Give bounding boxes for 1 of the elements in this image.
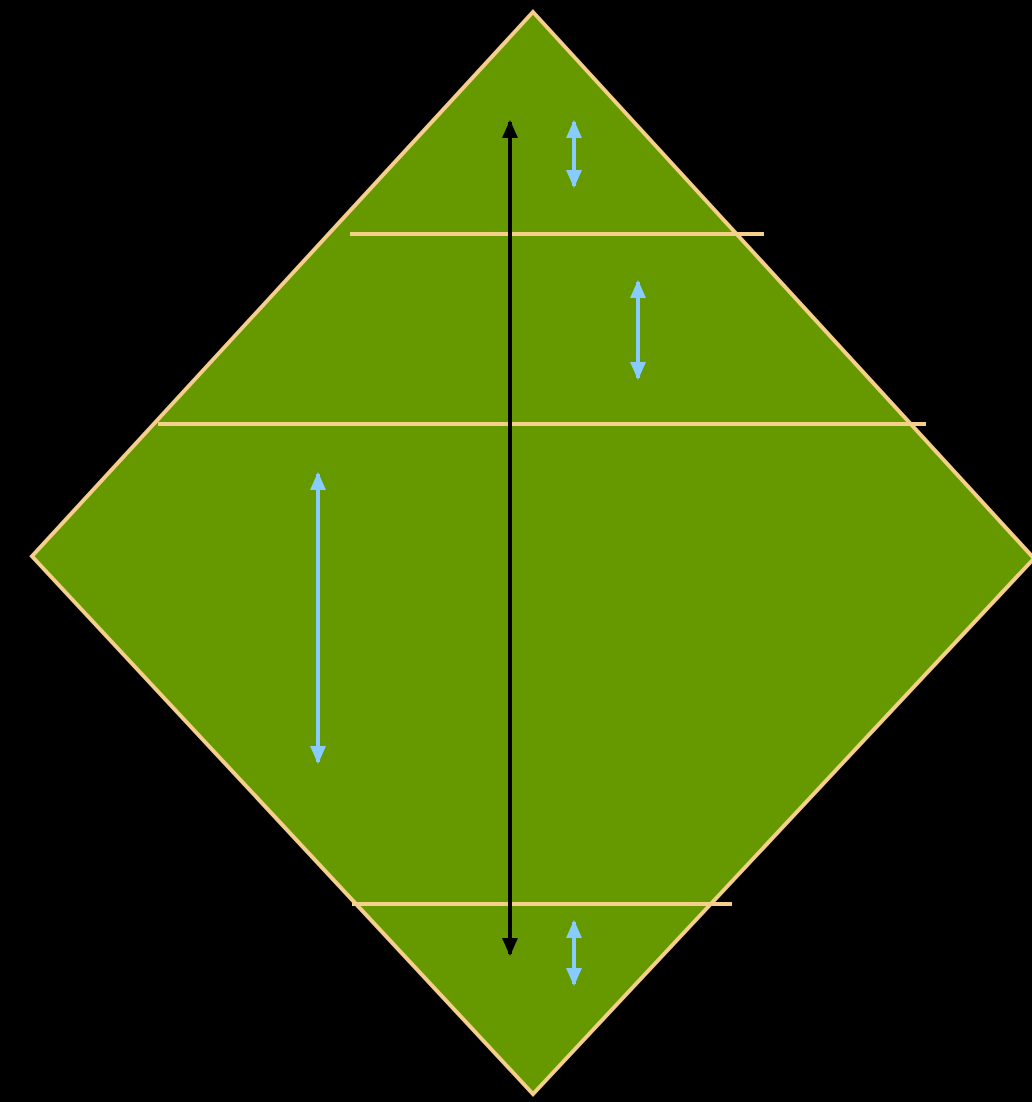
diamond-shape bbox=[30, 10, 1032, 1096]
